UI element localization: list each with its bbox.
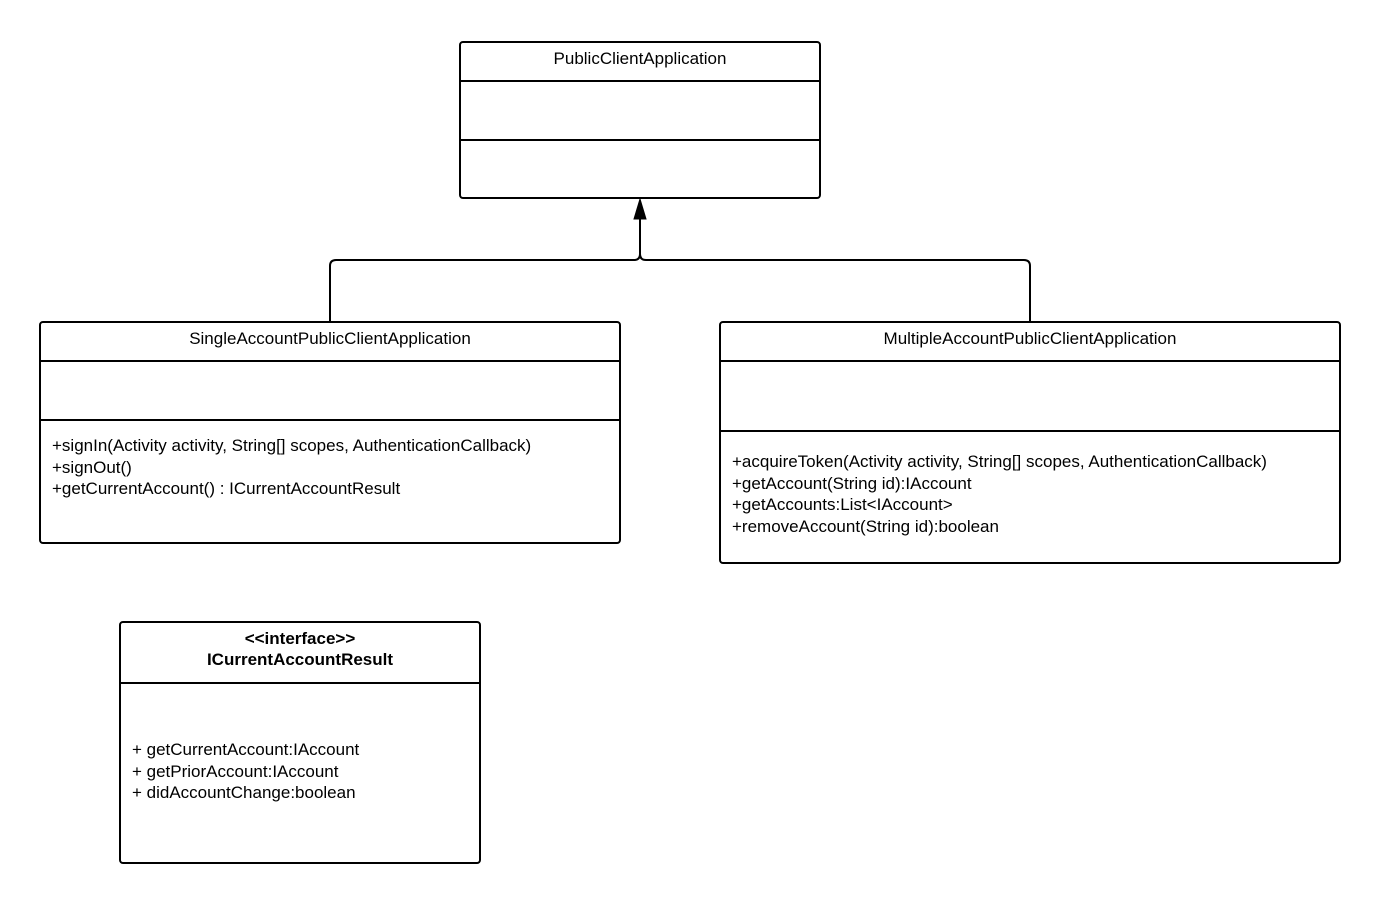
class-public-client-application[interactable]: PublicClientApplication [459,41,821,199]
operation-did-account-change: + didAccountChange:boolean [132,783,356,802]
operation-get-current-account: + getCurrentAccount:IAccount [132,740,360,759]
interface-header: <<interface>> ICurrentAccountResult [121,623,479,684]
operation-get-account: +getAccount(String id):IAccount [732,473,972,493]
generalization-arrowhead [633,197,647,220]
operations-compartment: + getCurrentAccount:IAccount + getPriorA… [121,684,479,804]
class-name: SingleAccountPublicClientApplication [41,323,619,362]
operation-get-current-account: +getCurrentAccount() : ICurrentAccountRe… [52,479,401,498]
operation-acquire-token: +acquireToken(Activity activity, String[… [732,452,1267,471]
interface-icurrent-account-result[interactable]: <<interface>> ICurrentAccountResult + ge… [119,621,481,864]
operation-get-prior-account: + getPriorAccount:IAccount [132,761,339,781]
operations-compartment: +acquireToken(Activity activity, String[… [721,432,1339,537]
class-name: MultipleAccountPublicClientApplication [721,323,1339,362]
generalization-line-multiple [639,253,1031,321]
attributes-compartment [721,362,1339,432]
attributes-compartment [461,82,819,141]
operation-remove-account: +removeAccount(String id):boolean [732,516,999,536]
class-multiple-account-public-client-application[interactable]: MultipleAccountPublicClientApplication +… [719,321,1341,564]
stereotype-label: <<interface>> [244,629,356,648]
operation-sign-out: +signOut() [52,457,132,477]
operations-compartment: +signIn(Activity activity, String[] scop… [41,421,619,500]
generalization-line-single [329,214,641,321]
attributes-compartment [41,362,619,421]
class-single-account-public-client-application[interactable]: SingleAccountPublicClientApplication +si… [39,321,621,544]
operation-get-accounts: +getAccounts:List<IAccount> [732,495,953,514]
class-name: PublicClientApplication [461,43,819,82]
interface-name: ICurrentAccountResult [206,650,394,669]
operation-sign-in: +signIn(Activity activity, String[] scop… [52,436,532,455]
